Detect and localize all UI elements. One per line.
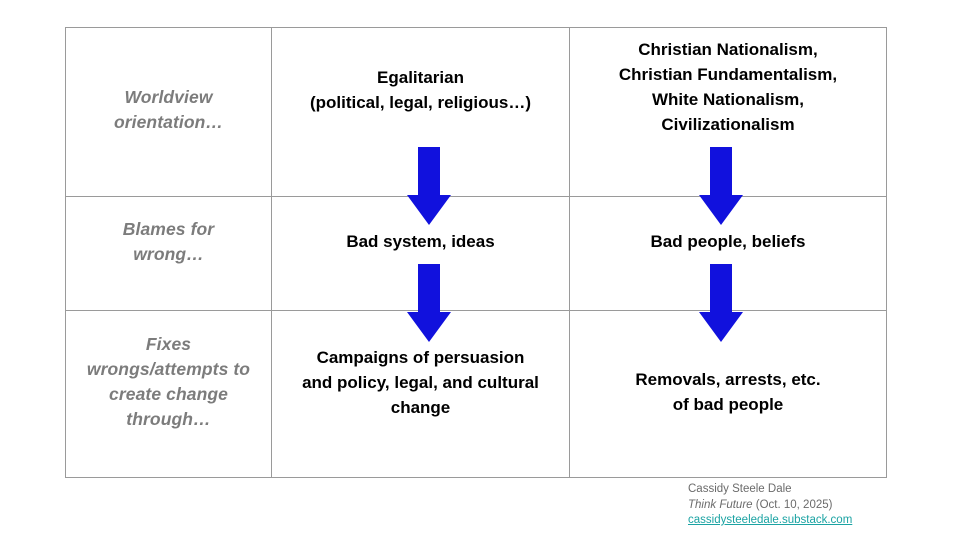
- cell-nationalist-blames: Bad people, beliefs: [569, 196, 887, 311]
- row-label-worldview: Worldview orientation…: [113, 87, 224, 132]
- row-label-cell-fixes: Fixes wrongs/attempts to create change t…: [65, 310, 272, 478]
- cell-egalitarian-blames: Bad system, ideas: [271, 196, 570, 311]
- cell-text-egalitarian-worldview: Egalitarian (political, legal, religious…: [309, 68, 532, 112]
- cell-text-egalitarian-blames: Bad system, ideas: [346, 232, 495, 251]
- row-label-cell-blames: Blames for wrong…: [65, 196, 272, 311]
- attribution-date: (Oct. 10, 2025): [752, 498, 833, 511]
- row-label-blames: Blames for wrong…: [122, 218, 215, 264]
- table-row: Fixes wrongs/attempts to create change t…: [65, 310, 887, 478]
- cell-nationalist-worldview: Christian Nationalism, Christian Fundame…: [569, 27, 887, 197]
- cell-text-nationalist-worldview: Christian Nationalism, Christian Fundame…: [618, 40, 838, 134]
- table-row: Blames for wrong… Bad system, ideas Bad …: [65, 196, 887, 311]
- attribution-publication-title: Think Future: [688, 498, 753, 511]
- attribution-block: Cassidy Steele Dale Think Future (Oct. 1…: [688, 482, 888, 529]
- cell-text-nationalist-fixes: Removals, arrests, etc. of bad people: [635, 370, 821, 414]
- row-label-cell-worldview: Worldview orientation…: [65, 27, 272, 197]
- cell-text-nationalist-blames: Bad people, beliefs: [650, 232, 806, 251]
- cell-nationalist-fixes: Removals, arrests, etc. of bad people: [569, 310, 887, 478]
- attribution-publication-line: Think Future (Oct. 10, 2025): [688, 498, 888, 514]
- attribution-author: Cassidy Steele Dale: [688, 483, 792, 495]
- cell-egalitarian-worldview: Egalitarian (political, legal, religious…: [271, 27, 570, 197]
- cell-text-egalitarian-fixes: Campaigns of persuasion and policy, lega…: [302, 347, 539, 417]
- table-row: Worldview orientation… Egalitarian (poli…: [65, 27, 887, 197]
- attribution-link[interactable]: cassidysteeledale.substack.com: [688, 514, 853, 526]
- comparison-table: Worldview orientation… Egalitarian (poli…: [65, 27, 887, 478]
- cell-egalitarian-fixes: Campaigns of persuasion and policy, lega…: [271, 310, 570, 478]
- row-label-fixes: Fixes wrongs/attempts to create change t…: [86, 334, 251, 429]
